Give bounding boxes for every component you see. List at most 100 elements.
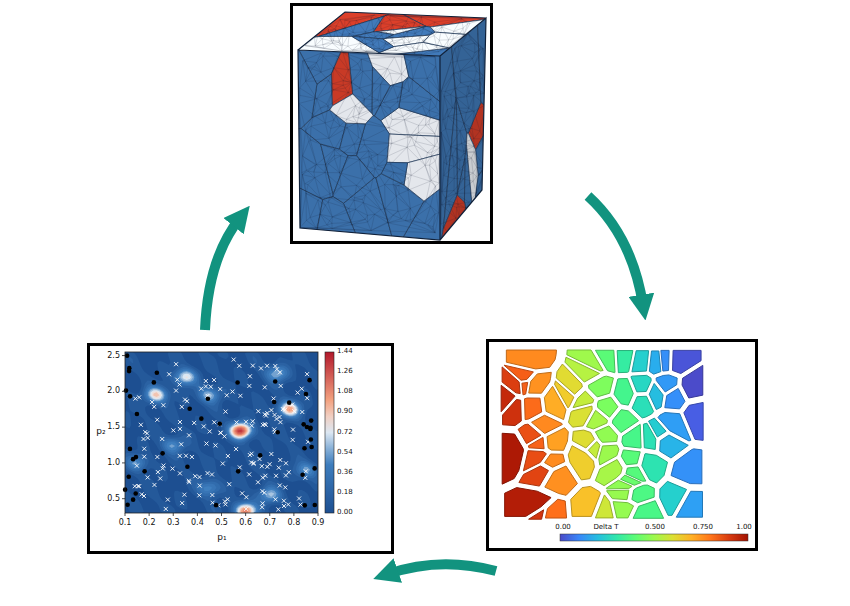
sample-cross <box>202 424 206 428</box>
sample-cross <box>179 442 183 446</box>
sample-dot <box>302 503 307 508</box>
sample-cross <box>160 437 164 441</box>
cube-face <box>291 41 449 243</box>
tick-mark <box>122 498 125 499</box>
sample-cross <box>178 427 182 431</box>
sample-cross <box>282 499 286 503</box>
tick-mark <box>122 462 125 463</box>
sample-dot <box>214 503 219 508</box>
panel-frames <box>89 5 757 553</box>
cycle-arrows <box>205 196 643 574</box>
cycle-arrow <box>388 564 496 574</box>
color-bar <box>325 352 334 513</box>
tick-label: 0.9 <box>312 519 325 528</box>
colorbar-label: 1.08 <box>337 388 353 396</box>
sample-dot <box>236 469 241 474</box>
sample-dot <box>309 418 314 423</box>
grain <box>381 162 407 185</box>
sample-cross <box>263 422 267 426</box>
sample-cross <box>145 431 149 435</box>
sample-dot <box>155 370 160 375</box>
cycle-arrow <box>205 218 240 330</box>
sample-cross <box>226 454 230 458</box>
sample-cross <box>227 482 231 486</box>
contour-band <box>152 376 296 513</box>
colorbar-label: 0.18 <box>337 489 353 497</box>
fracture-piece <box>621 450 640 465</box>
colorbar-label: 0.36 <box>337 469 353 477</box>
sample-cross <box>141 437 145 441</box>
sample-dot <box>273 379 278 384</box>
sample-dot <box>206 396 211 401</box>
sample-dot <box>125 353 130 358</box>
sample-cross <box>152 405 156 409</box>
sample-cross <box>304 469 308 473</box>
fracture-piece <box>595 350 615 372</box>
mesh-lines <box>299 52 441 233</box>
fracture-piece <box>660 435 689 458</box>
colorbar-label: 0.54 <box>337 449 353 457</box>
sample-cross <box>265 364 269 368</box>
sample-cross <box>158 476 162 480</box>
sample-cross <box>161 466 165 470</box>
sample-cross <box>133 397 137 401</box>
color-bar <box>560 534 748 541</box>
sample-cross <box>282 504 286 508</box>
tick-mark <box>269 513 270 516</box>
sample-cross <box>182 493 186 497</box>
sample-cross <box>218 431 222 435</box>
tick-label: 0.4 <box>191 519 204 528</box>
tick-mark <box>122 391 125 392</box>
sample-cross <box>218 422 222 426</box>
sample-cross <box>269 408 273 412</box>
tick-mark <box>149 513 150 516</box>
sample-cross <box>190 455 194 459</box>
sample-cross <box>218 387 222 391</box>
tick-mark <box>245 513 246 516</box>
sample-cross <box>174 389 178 393</box>
tick-label: 0.6 <box>239 519 252 528</box>
sample-cross <box>187 480 191 484</box>
fracture-piece <box>506 350 556 369</box>
fracture-piece <box>568 446 594 480</box>
mesh-lines <box>305 15 486 55</box>
axis-label: p₁ <box>217 533 226 543</box>
sample-dot <box>160 451 165 456</box>
sample-dot <box>142 469 147 474</box>
sample-dot <box>133 491 138 496</box>
sample-cross <box>244 495 248 499</box>
fracture-piece <box>572 430 594 448</box>
sample-cross <box>274 474 278 478</box>
sample-cross <box>209 385 213 389</box>
sample-cross <box>279 384 283 388</box>
sample-cross <box>167 372 171 376</box>
sample-dot <box>124 388 129 393</box>
sample-cross <box>278 370 282 374</box>
fracture-piece <box>547 428 568 451</box>
fracture-piece <box>503 399 522 425</box>
sample-dot <box>218 421 223 426</box>
sample-dot <box>272 400 277 405</box>
fracture-cube <box>501 350 748 541</box>
sample-cross <box>180 501 184 505</box>
sample-dot <box>307 378 312 383</box>
sample-cross <box>305 372 309 376</box>
colorbar-label: 1.26 <box>337 368 353 376</box>
sample-cross <box>273 364 277 368</box>
sample-cross <box>244 507 248 511</box>
sample-cross <box>155 418 159 422</box>
sample-dot <box>131 457 136 462</box>
sample-dot <box>135 412 140 417</box>
sample-cross <box>178 454 182 458</box>
fracture-piece <box>633 501 663 519</box>
tick-label: 0.5 <box>107 494 120 503</box>
tick-mark <box>318 513 319 516</box>
sample-cross <box>235 420 239 424</box>
sample-cross <box>206 471 210 475</box>
sample-cross <box>261 476 265 480</box>
contour-field <box>125 352 318 513</box>
colorbar-label: 0.00 <box>337 509 353 517</box>
fracture-piece <box>569 406 593 427</box>
